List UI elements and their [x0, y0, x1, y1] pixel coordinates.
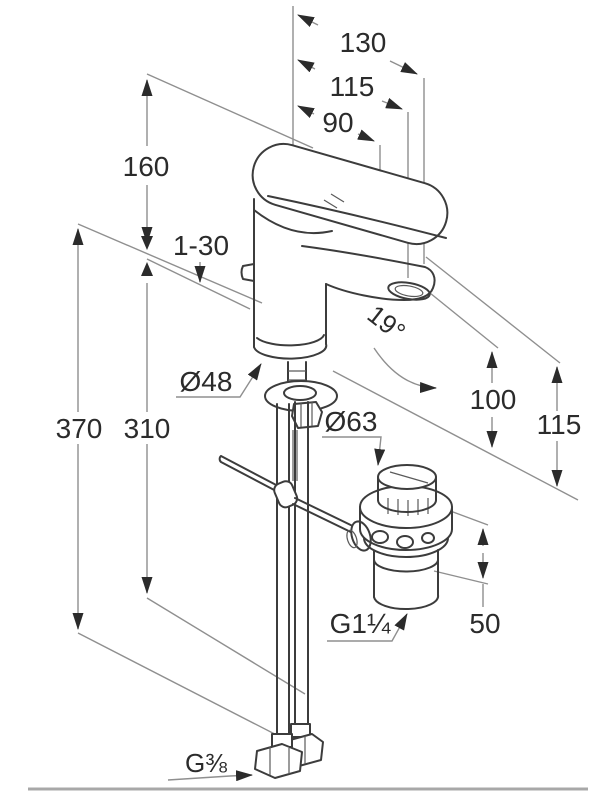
dim-label-height-160: 160 [123, 151, 170, 182]
leader-lines [167, 347, 437, 782]
body-base-ring [256, 334, 325, 347]
pull-rod [292, 430, 298, 481]
body-bottom-arc [253, 343, 328, 360]
dim-label-tip-height: 115 [537, 409, 582, 440]
overflow-hole-left [371, 530, 389, 544]
dim-90-right [357, 129, 375, 142]
supply-hose-rear [294, 401, 309, 730]
dim-130-right [389, 60, 418, 75]
deck-thickness-arrow-up [141, 262, 153, 276]
hose-nut-front [254, 743, 303, 779]
deck-bottom-line [146, 258, 251, 310]
hose-nut-front-facets [269, 747, 290, 775]
overflow-hole-mid [396, 535, 414, 549]
dim-label-body-diameter: Ø48 [180, 366, 233, 397]
dim-label-reach-115: 115 [330, 71, 375, 102]
waste-flange-walls [359, 506, 453, 530]
dim-130-left [297, 14, 319, 28]
aerator-inner [394, 284, 424, 298]
reference-handle-top [146, 73, 314, 149]
dimension-lines [72, 6, 579, 747]
leader-diameter-48 [176, 363, 262, 398]
faucet-illustration [218, 142, 449, 779]
reference-50-bottom [433, 570, 489, 585]
deck-top-line [77, 223, 263, 304]
dim-115-left [297, 59, 316, 73]
dim-90-left [297, 105, 315, 119]
dim-label-supply-thread: G⅜ [185, 748, 227, 778]
leader-diameter-63 [322, 436, 386, 466]
waste-flange [359, 485, 453, 529]
angle-arc [373, 347, 437, 394]
dim-label-outlet-height: 100 [470, 384, 517, 415]
dim-115-right [381, 97, 403, 110]
handle-logo-mark [323, 193, 345, 209]
plug-cap-detail [389, 471, 429, 484]
dim-label-deck-thickness: 1-30 [173, 230, 229, 261]
spout-outline [301, 245, 436, 301]
lever-handle [251, 142, 449, 246]
dim-label-waste-depth: 50 [469, 608, 500, 639]
plug-cap-walls [377, 476, 437, 501]
plug-crown-slots [387, 498, 429, 516]
plug-base-arc [377, 499, 437, 513]
pull-rod-knob [240, 263, 255, 282]
waste-tail-walls [373, 549, 439, 598]
deck-thickness-arrow-down [141, 236, 153, 250]
body-neck-arc [253, 209, 333, 235]
waste-ball-socket-inner [346, 529, 358, 549]
popup-rod [218, 455, 281, 493]
dim-label-spout-angle: 19° [362, 299, 411, 347]
dim-label-reach-90: 90 [322, 107, 353, 138]
washer-opening [283, 385, 317, 401]
popup-rod-joint [273, 480, 299, 509]
reference-outlet [429, 292, 499, 349]
dim-label-reach-130: 130 [340, 27, 387, 58]
reference-370 [77, 632, 299, 747]
dim-label-drop-370: 370 [56, 413, 103, 444]
supply-hose-front [276, 403, 290, 737]
aerator-outer [387, 281, 431, 301]
reference-spout-tip [425, 256, 561, 364]
deck-right-line [332, 370, 579, 501]
handle-front-edge [267, 195, 447, 239]
mounting-nut-facets [300, 402, 313, 427]
waste-tail-bottom [373, 594, 440, 611]
overflow-hole-right [421, 532, 435, 544]
reference-310 [146, 597, 306, 695]
waste-assembly-illustration [346, 464, 453, 611]
dim-label-waste-diameter: Ø63 [325, 406, 378, 437]
dimension-labels: 130 115 90 160 1-30 370 310 Ø48 Ø63 19° … [56, 27, 582, 778]
waste-ring-arc [363, 537, 449, 558]
dim-label-waste-thread: G1¼ [330, 608, 391, 639]
leader-supply-thread [167, 770, 253, 782]
dim-label-drop-310: 310 [124, 413, 171, 444]
waste-tail-collar [373, 558, 440, 573]
leader-waste-thread [327, 613, 408, 642]
